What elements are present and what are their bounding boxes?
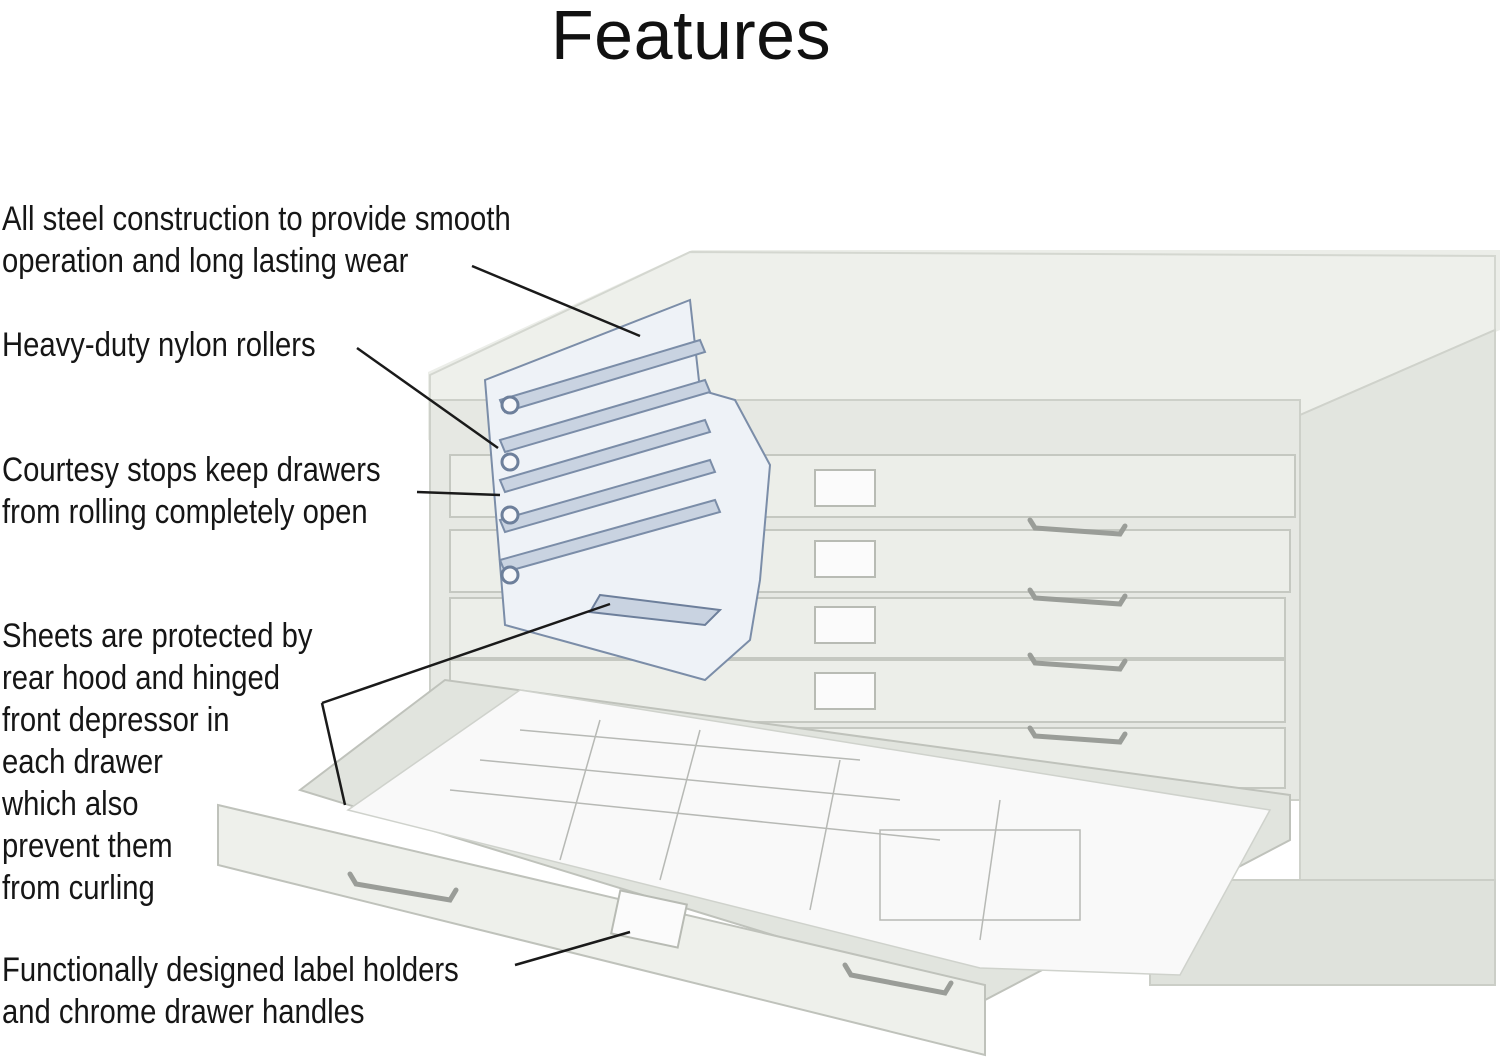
callout-line: All steel construction to provide smooth xyxy=(2,200,511,238)
cutaway-detail xyxy=(483,298,772,682)
handle-4 xyxy=(1027,725,1128,745)
callout-line: front depressor in xyxy=(2,701,230,739)
drawing-sheet xyxy=(346,689,1272,976)
label-holder-1 xyxy=(814,469,876,507)
callout-line: prevent them xyxy=(2,827,173,865)
open-drawer-handle-right xyxy=(842,962,954,996)
callout-sheet-protection: Sheets are protected by rear hood and hi… xyxy=(2,615,312,909)
leader-line-4 xyxy=(320,702,347,806)
label-holder-3 xyxy=(814,606,876,644)
callout-line: Courtesy stops keep drawers xyxy=(2,451,381,489)
open-drawer xyxy=(217,678,1291,1057)
blueprint-lines xyxy=(449,719,1081,941)
callout-line: each drawer xyxy=(2,743,163,781)
cutaway-hood xyxy=(588,593,723,627)
callout-nylon-rollers: Heavy-duty nylon rollers xyxy=(2,324,316,366)
open-drawer-handle-left xyxy=(347,871,459,903)
leader-lines xyxy=(320,264,641,967)
callout-line: rear hood and hinged xyxy=(2,659,281,697)
handle-2 xyxy=(1027,587,1128,607)
label-holder-2 xyxy=(814,540,876,578)
callout-line: which also xyxy=(2,785,139,823)
leader-line-1 xyxy=(471,264,641,338)
label-holder-4 xyxy=(814,672,876,710)
callout-line: and chrome drawer handles xyxy=(2,993,365,1031)
callout-line: Functionally designed label holders xyxy=(2,951,459,989)
callout-line: from curling xyxy=(2,869,155,907)
callout-label-holders-handles: Functionally designed label holders and … xyxy=(2,949,459,1033)
handle-1 xyxy=(1027,517,1128,537)
cutaway-rails xyxy=(498,338,722,574)
callout-line: Sheets are protected by xyxy=(2,617,313,655)
leader-line-5 xyxy=(514,930,631,967)
callout-steel-construction: All steel construction to provide smooth… xyxy=(2,198,511,282)
callout-line: Heavy-duty nylon rollers xyxy=(2,326,316,364)
callout-line: operation and long lasting wear xyxy=(2,242,409,280)
callout-courtesy-stops: Courtesy stops keep drawers from rolling… xyxy=(2,449,381,533)
page-title: Features xyxy=(550,0,832,74)
handle-3 xyxy=(1027,652,1128,672)
leader-line-2 xyxy=(356,346,499,450)
leader-line-4b xyxy=(321,602,611,705)
open-drawer-front xyxy=(217,803,986,1057)
open-drawer-label-holder xyxy=(609,889,689,949)
chrome-handles xyxy=(1027,517,1128,745)
nylon-roller-icons xyxy=(500,395,520,585)
callout-line: from rolling completely open xyxy=(2,493,368,531)
leader-line-3 xyxy=(416,490,501,497)
